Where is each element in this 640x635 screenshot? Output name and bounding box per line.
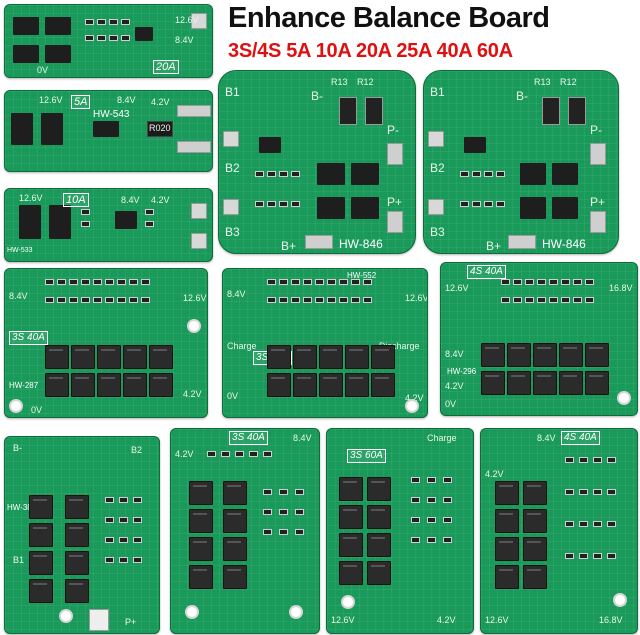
board-10a-v2: 8.4V (121, 195, 140, 205)
b4s40a-b-rating: 4S 40A (561, 431, 600, 445)
board-5a: R020 5A 12.6V 8.4V 4.2V HW-543 (4, 90, 213, 172)
hw846-b-bp: B+ (486, 239, 502, 253)
b3s40a-a-model: HW-287 (9, 381, 39, 390)
b3s60a-a-v4: 0V (227, 391, 239, 401)
b3s40a-a-v1: 8.4V (9, 291, 28, 301)
b4s40a-b-v2: 12.6V (485, 615, 509, 625)
board-5a-v3: 4.2V (151, 97, 170, 107)
board-hw846-b: B1 B2 B3 B- B+ P- P+ R13 R12 HW-846 (423, 70, 619, 254)
b3s40a-a-v3: 4.2V (183, 389, 202, 399)
b3s60a-b-v1: Charge (427, 433, 457, 443)
board-5a-rating: 5A (71, 95, 91, 109)
hw846-a-bm: B- (311, 89, 323, 103)
b3s40a-b-v1: 4.2V (175, 449, 194, 459)
b4s40a-a-v2: 16.8V (609, 283, 633, 293)
b3s40a-a-v4: 0V (31, 405, 43, 415)
board-5a-res: R020 (149, 123, 171, 133)
board-5a-v2: 8.4V (117, 95, 136, 105)
hw380-model: HW-380 (7, 503, 37, 512)
b3s60a-a-v2: 12.6V (405, 293, 428, 303)
hw380-b1: B1 (13, 555, 25, 565)
hw846-a-pm: P- (387, 123, 399, 137)
b4s40a-a-model: HW-296 (447, 367, 477, 376)
board-3s60a-b: 3S 60A Charge 12.6V 4.2V (326, 428, 474, 634)
board-5a-model: HW-543 (93, 109, 130, 120)
hw846-a-r12: R12 (357, 77, 374, 87)
hw846-a-b2: B2 (225, 161, 240, 175)
hw846-a-r13: R13 (331, 77, 348, 87)
board-hw380: B- B1 B2 P+ HW-380 (4, 436, 160, 634)
b3s40a-a-v2: 12.6V (183, 293, 207, 303)
b3s60a-a-charge: Charge (227, 341, 257, 351)
board-20a-v2: 8.4V (175, 35, 194, 45)
b4s40a-b-v4: 4.2V (485, 469, 504, 479)
board-10a-model: HW-533 (7, 247, 33, 254)
hw380-b2: B2 (131, 445, 143, 455)
hw846-b-pm: P- (590, 123, 602, 137)
hw380-bm: B- (13, 443, 22, 453)
b4s40a-a-v4: 4.2V (445, 381, 464, 391)
b3s60a-b-rating: 3S 60A (347, 449, 386, 463)
hw846-b-model: HW-846 (542, 237, 586, 251)
b3s60a-b-v3: 4.2V (437, 615, 456, 625)
hw380-pp: P+ (125, 617, 137, 627)
board-3s60a-a: HW-552 8.4V 12.6V 4.2V 0V Charge Dischar… (222, 268, 428, 418)
b4s40a-b-v3: 16.8V (599, 615, 623, 625)
b3s60a-a-model: HW-552 (347, 271, 377, 280)
hw846-b-b1: B1 (430, 85, 445, 99)
hw846-b-pp: P+ (590, 195, 606, 209)
b4s40a-a-rating: 4S 40A (467, 265, 506, 279)
board-3s40a-a: 8.4V 12.6V 4.2V 0V HW-287 3S 40A (4, 268, 208, 418)
board-3s40a-b: 3S 40A 4.2V 8.4V (170, 428, 320, 634)
hw846-b-bm: B- (516, 89, 528, 103)
board-10a-v3: 4.2V (151, 195, 170, 205)
board-5a-v1: 12.6V (39, 95, 63, 105)
board-20a: 12.6V 8.4V 0V 20A (4, 4, 213, 78)
b3s60a-a-discharge: Discharge (379, 341, 420, 351)
b4s40a-b-v1: 8.4V (537, 433, 556, 443)
b4s40a-a-v5: 0V (445, 399, 457, 409)
board-10a: 10A 12.6V 8.4V 4.2V HW-533 (4, 188, 213, 262)
board-20a-rating: 20A (153, 60, 179, 74)
board-10a-rating: 10A (63, 193, 89, 207)
b4s40a-a-v1: 12.6V (445, 283, 469, 293)
hw846-b-b2: B2 (430, 161, 445, 175)
hw846-b-r12: R12 (560, 77, 577, 87)
board-5a-res-body (147, 121, 173, 137)
hw846-b-r13: R13 (534, 77, 551, 87)
board-20a-v3: 0V (37, 65, 49, 75)
board-20a-v1: 12.6V (175, 15, 199, 25)
page-title: Enhance Balance Board (228, 2, 550, 34)
b4s40a-a-v3: 8.4V (445, 349, 464, 359)
board-4s40a-a: 4S 40A 12.6V 16.8V 8.4V 4.2V 0V HW-296 (440, 262, 638, 416)
hw846-b-b3: B3 (430, 225, 445, 239)
board-4s40a-b: 4S 40A 8.4V 12.6V 16.8V 4.2V (480, 428, 638, 634)
hw846-a-bp: B+ (281, 239, 297, 253)
b3s60a-b-v2: 12.6V (331, 615, 355, 625)
b3s60a-a-v3: 4.2V (405, 393, 424, 403)
hw846-a-b3: B3 (225, 225, 240, 239)
b3s40a-a-rating: 3S 40A (9, 331, 48, 345)
hw846-a-model: HW-846 (339, 237, 383, 251)
b3s60a-a-v1: 8.4V (227, 289, 246, 299)
b3s40a-b-rating: 3S 40A (229, 431, 268, 445)
board-hw846-a: B1 B2 B3 B- B+ P- P+ R13 R12 HW-846 (218, 70, 416, 254)
board-10a-v1: 12.6V (19, 193, 43, 203)
b3s40a-b-v2: 8.4V (293, 433, 312, 443)
hw846-a-pp: P+ (387, 195, 403, 209)
hw846-a-b1: B1 (225, 85, 240, 99)
page-subtitle: 3S/4S 5A 10A 20A 25A 40A 60A (228, 40, 513, 62)
